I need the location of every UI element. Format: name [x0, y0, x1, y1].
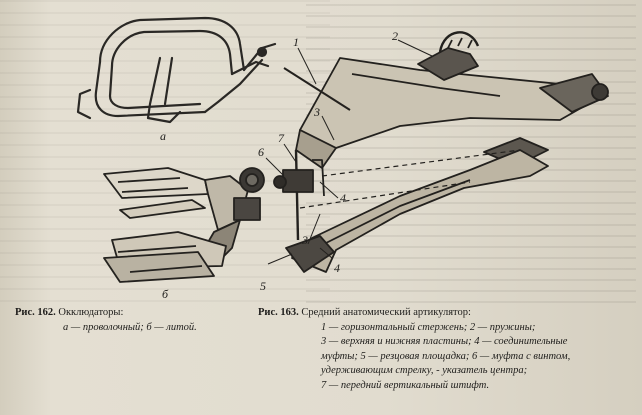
- wire-occluder-drawing: [76, 16, 277, 124]
- fig163-caption-line: 1 — горизонтальный стержень; 2 — пружины…: [321, 321, 536, 333]
- fig162-label-b: б: [162, 287, 169, 301]
- fig163-label-7: 7: [278, 131, 285, 145]
- fig163-label-3-upper: 3: [313, 105, 320, 119]
- fig163-label-5: 5: [260, 279, 266, 293]
- articulator-drawing: [265, 31, 609, 273]
- fig162-caption-title: Рис. 162.: [15, 307, 56, 318]
- fig163-caption-line: 3 — верхняя и нижняя пластины; 4 — соеди…: [321, 336, 568, 347]
- fig162-label-a: а: [160, 129, 166, 143]
- fig163-caption-line: 7 — передний вертикальный штифт.: [321, 379, 490, 391]
- fig163-label-3-lower: 3: [301, 233, 308, 247]
- fig162-caption: Рис. 162. Окклюдаторы: а — проволочный; …: [15, 306, 255, 335]
- fig163-caption: Рис. 163. Средний анатомический артикуля…: [258, 306, 636, 393]
- fig162-caption-line2: а — проволочный; б — литой.: [63, 321, 197, 333]
- fig163-label-1: 1: [293, 35, 299, 49]
- fig163-caption-line: удерживающим стрелку, - указатель центра…: [321, 365, 528, 376]
- fig163-label-6: 6: [258, 145, 264, 159]
- fig162-caption-text: Окклюдаторы:: [58, 307, 124, 318]
- fig163-label-4-lower: 4: [334, 261, 340, 275]
- fig163-label-2: 2: [392, 29, 398, 43]
- fig163-label-4-upper: 4: [340, 191, 346, 205]
- fig163-caption-text: Средний анатомический артикулятор:: [301, 307, 471, 318]
- fig163-caption-title: Рис. 163.: [258, 307, 299, 318]
- cast-occluder-drawing: [103, 167, 265, 283]
- fig163-caption-line: муфты; 5 — резцовая площадка; 6 — муфта …: [321, 350, 571, 362]
